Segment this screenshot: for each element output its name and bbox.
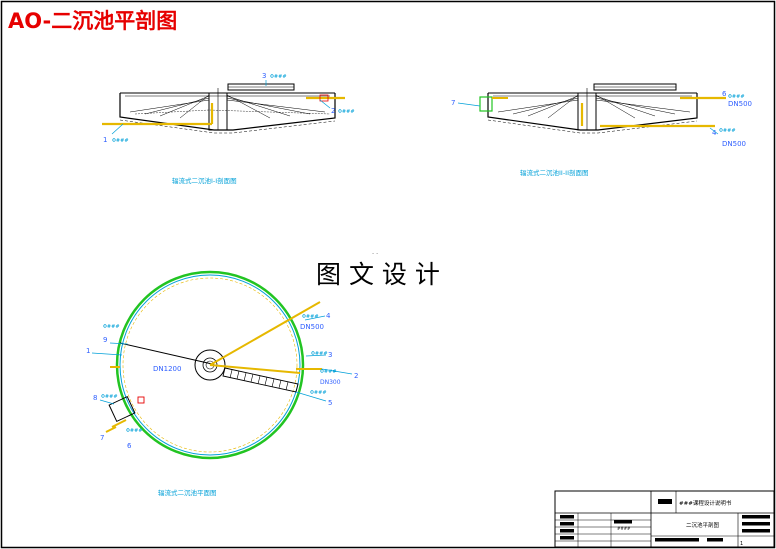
plan-tag-1: Φ### bbox=[103, 324, 120, 330]
caption-plan: 辐流式二沉池平面图 bbox=[158, 488, 217, 497]
scraper-arm-right bbox=[226, 94, 326, 119]
tank-inner-wall bbox=[119, 274, 301, 456]
label-4-top: 4 bbox=[712, 129, 717, 137]
dn-upper: DN500 bbox=[728, 100, 752, 108]
outlet-box bbox=[479, 96, 493, 112]
title-block-drawing-name: 二沉池平剖图 bbox=[686, 521, 720, 529]
section-1-1: 1 Φ### 2 Φ### 3 Φ### 辐流式二沉池I-I剖面图 bbox=[102, 72, 355, 185]
plan-tag-6: Φ### bbox=[101, 394, 118, 400]
inlet-line-plan bbox=[119, 342, 213, 365]
plan-tag-3: Φ### bbox=[311, 351, 328, 357]
label-7-top: 7 bbox=[451, 99, 455, 107]
plan-label-4: 4 bbox=[326, 312, 331, 320]
title-block: ###课程设计说明书 二沉池平剖图 #### 1 bbox=[554, 490, 775, 548]
tag-3: Φ### bbox=[270, 74, 287, 80]
label-1: 1 bbox=[103, 136, 107, 144]
label-3: 3 bbox=[262, 72, 266, 80]
pipe-dn500-plan bbox=[209, 301, 321, 366]
svg-text:- -: - - bbox=[372, 250, 378, 257]
tag-1: Φ### bbox=[112, 138, 129, 144]
plan-tag-5: Φ### bbox=[310, 390, 327, 396]
watermark-text: 图 文 设 计 bbox=[316, 260, 440, 289]
plan-label-2: 2 bbox=[354, 372, 358, 380]
plan-tag-2: Φ### bbox=[320, 369, 337, 375]
plan-tag-7: Φ### bbox=[126, 428, 143, 434]
caption-section-2-2: 辐流式二沉池II-II剖面图 bbox=[520, 168, 589, 177]
pipe-dn1200-plan bbox=[209, 364, 301, 374]
label-2: 2 bbox=[331, 107, 335, 115]
scraper-arm-right-2 bbox=[595, 94, 691, 119]
tank-outer-wall bbox=[115, 270, 305, 460]
plan-label-1: 1 bbox=[86, 347, 90, 355]
plan-dn300: DN300 bbox=[320, 379, 341, 386]
page-title: AO-二沉池平剖图 bbox=[8, 9, 177, 33]
tag-6-top: Φ### bbox=[728, 94, 745, 100]
plan-label-7: 7 bbox=[100, 434, 104, 442]
dn-lower: DN500 bbox=[722, 140, 746, 148]
scraper-arm-left bbox=[129, 94, 210, 119]
tag-2: Φ### bbox=[338, 109, 355, 115]
plan-view: 1 Φ### 9 Φ### DN500 4 DN1200 Φ### 3 Φ###… bbox=[86, 270, 358, 497]
plan-tag-4: Φ### bbox=[302, 314, 319, 320]
plan-label-9: 9 bbox=[103, 336, 107, 344]
plan-dn500: DN500 bbox=[300, 323, 324, 331]
plan-label-3: 3 bbox=[328, 351, 332, 359]
section-2-2: 7 Φ### 6 DN500 4 Φ### DN500 辐流式二沉池II-II剖… bbox=[451, 83, 752, 177]
plan-label-8: 8 bbox=[93, 394, 97, 402]
valve-mark bbox=[137, 396, 145, 404]
plan-dn1200: DN1200 bbox=[153, 365, 181, 373]
plan-label-6: 6 bbox=[127, 442, 132, 450]
title-block-org: ###课程设计说明书 bbox=[679, 499, 732, 507]
title-block-sheet: 1 bbox=[740, 541, 743, 547]
outlet-chamber bbox=[108, 395, 136, 423]
plan-label-5: 5 bbox=[328, 399, 332, 407]
caption-section-1-1: 辐流式二沉池I-I剖面图 bbox=[172, 176, 237, 185]
center-well bbox=[194, 349, 226, 381]
label-6-top: 6 bbox=[722, 90, 727, 98]
title-block-stamp: #### bbox=[617, 526, 631, 531]
scraper-arm-left-2 bbox=[497, 94, 579, 119]
tag-4-top: Φ### bbox=[719, 128, 736, 134]
